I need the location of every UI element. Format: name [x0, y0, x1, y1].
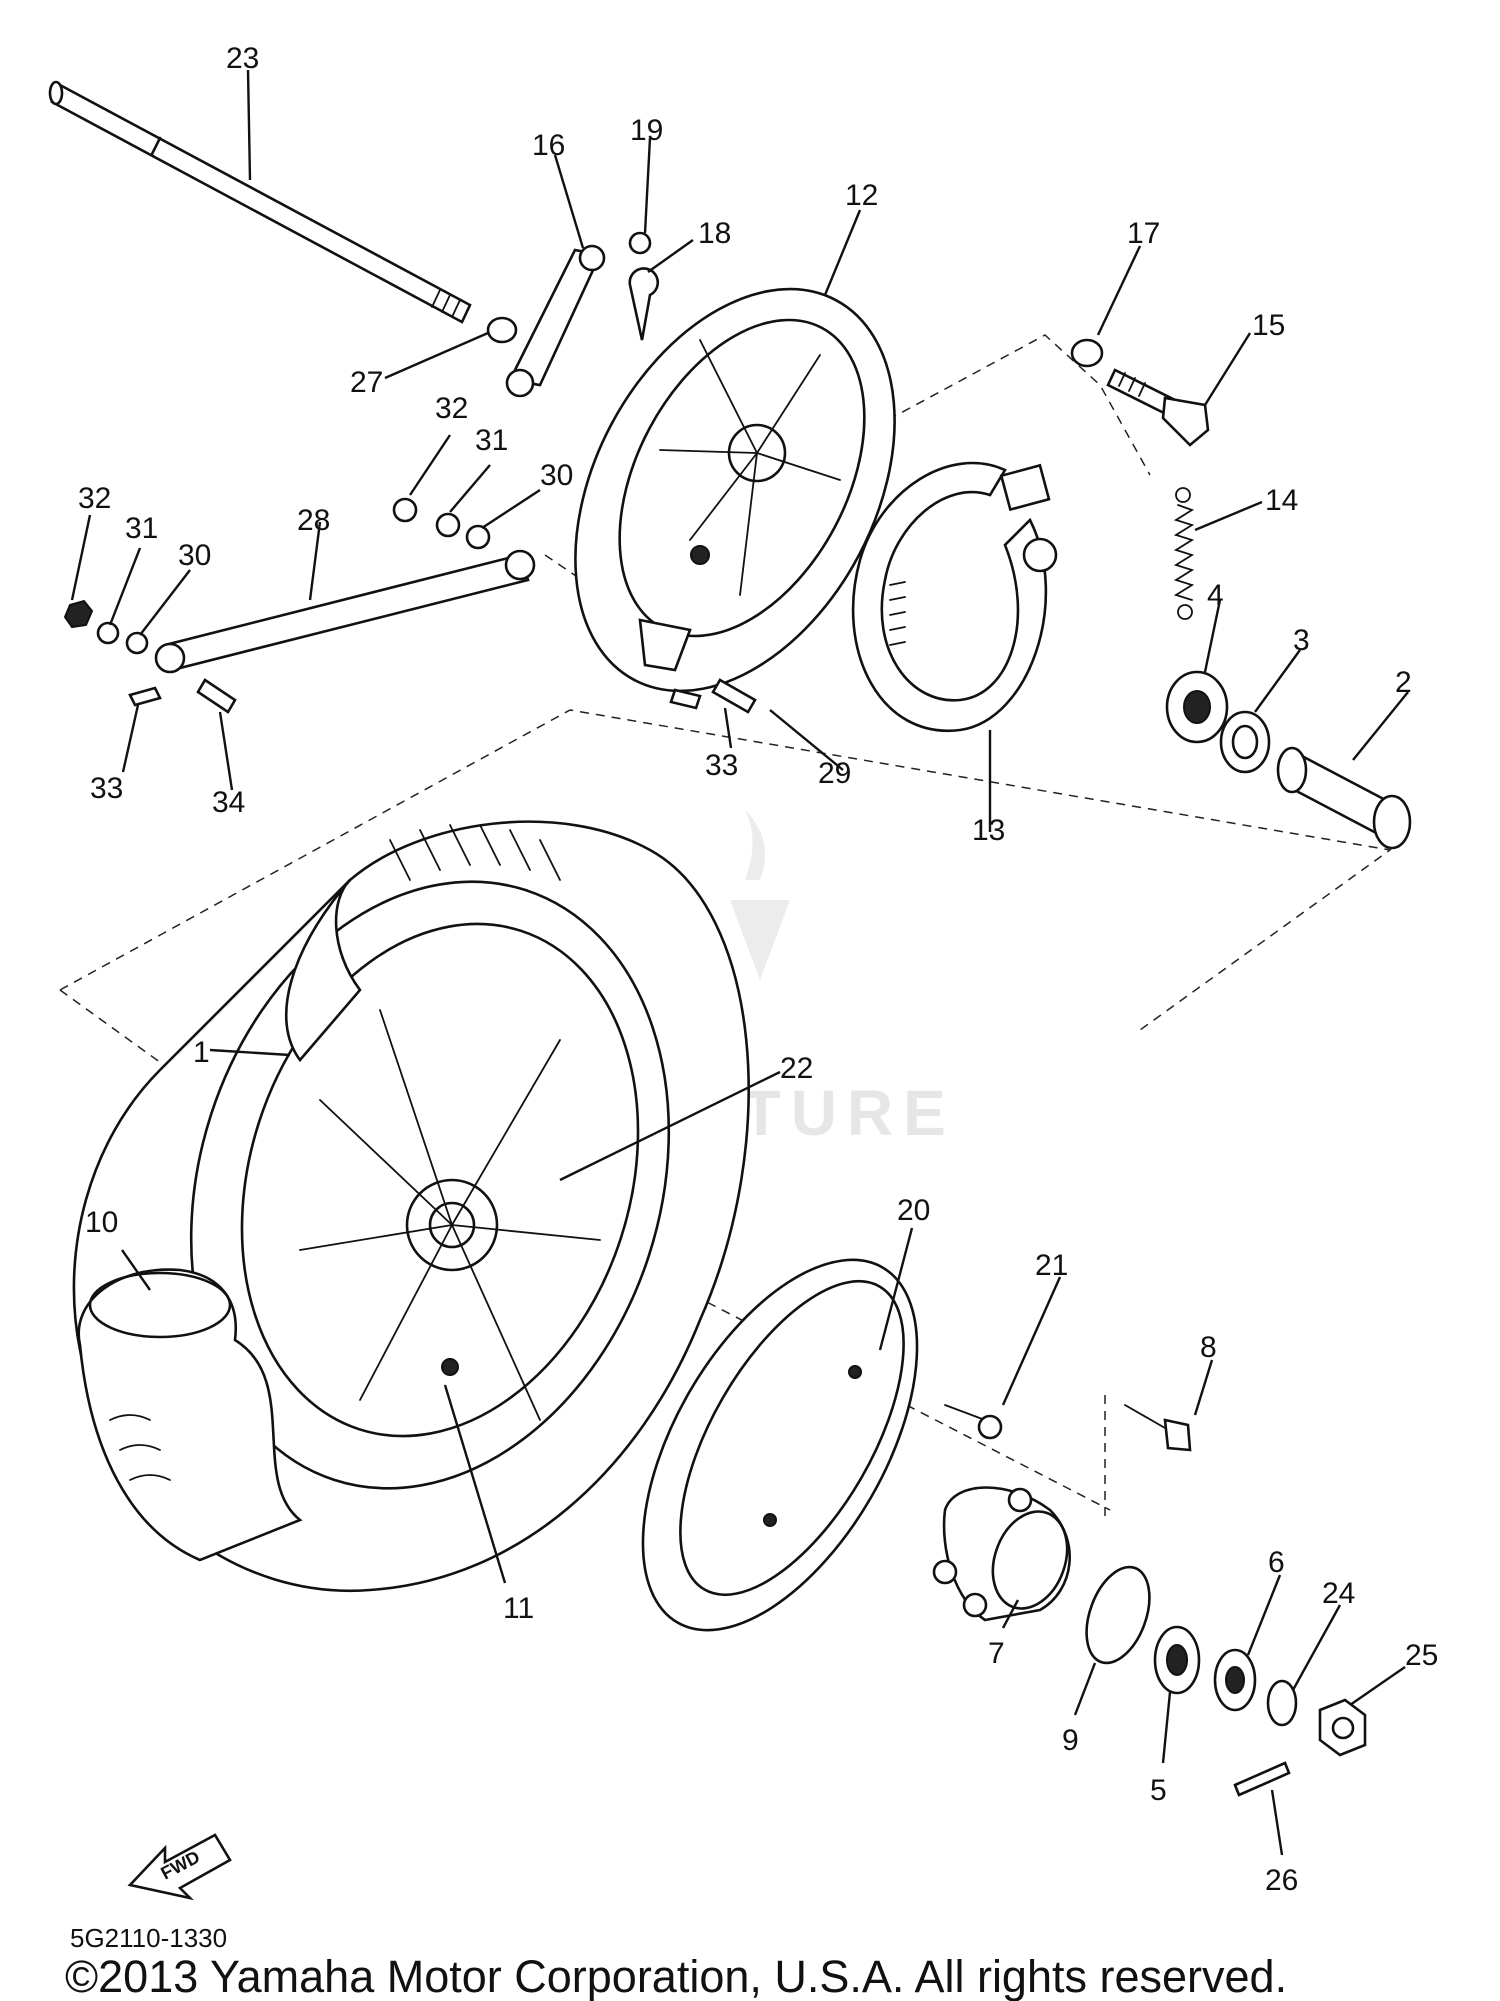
- callout-labels: 23 16 19 18 12 27 17 15 14 4 3 2 13 29 3…: [78, 42, 1438, 1897]
- part-12-brake-plate: [574, 287, 896, 693]
- part-14-spring: [1173, 487, 1195, 620]
- callout-28: 28: [297, 504, 330, 537]
- part-24-washer: [1266, 1679, 1298, 1727]
- callout-31-left: 31: [125, 512, 158, 545]
- callout-13: 13: [972, 814, 1005, 847]
- part-10-tire-section: [77, 1268, 303, 1562]
- part-26-cotter-pin: [1233, 1761, 1291, 1797]
- part-2-collar: [1276, 746, 1412, 850]
- part-20-drum-ring: [641, 1258, 919, 1632]
- callout-27: 27: [350, 366, 383, 399]
- part-13-brake-shoes: [851, 461, 1058, 733]
- callout-20: 20: [897, 1194, 930, 1227]
- callout-25: 25: [1405, 1639, 1438, 1672]
- part-15-cam-shaft: [1106, 368, 1210, 447]
- callout-18: 18: [698, 217, 731, 250]
- part-4-bearing: [1165, 670, 1229, 744]
- callout-33-left: 33: [90, 772, 123, 805]
- part-3-oil-seal: [1219, 710, 1271, 774]
- part-21-bolt: [944, 1404, 1003, 1440]
- callout-12: 12: [845, 179, 878, 212]
- callout-14: 14: [1265, 484, 1298, 517]
- part-16-torque-link: [505, 244, 606, 398]
- diagram-code: 5G2110-1330: [70, 1923, 227, 1953]
- callout-10: 10: [85, 1206, 118, 1239]
- parts-33-34-pins: [128, 678, 757, 714]
- callout-9: 9: [1062, 1724, 1079, 1757]
- callout-32-upper: 32: [435, 392, 468, 425]
- part-6-oil-seal: [1213, 1648, 1257, 1712]
- callout-32-left: 32: [78, 482, 111, 515]
- callout-16: 16: [532, 129, 565, 162]
- callout-23: 23: [226, 42, 259, 75]
- part-7-clutch-hub: [932, 1486, 1071, 1622]
- part-23-axle: [48, 80, 472, 324]
- part-9-o-ring: [1085, 1565, 1151, 1665]
- callout-26: 26: [1265, 1864, 1298, 1897]
- parts-30-32-upper-hardware: [392, 497, 491, 550]
- parts-30-32-left-hardware: [63, 599, 149, 655]
- part-18-clip: [628, 267, 660, 341]
- callout-30-upper: 30: [540, 459, 573, 492]
- callout-24: 24: [1322, 1577, 1355, 1610]
- callout-8: 8: [1200, 1331, 1217, 1364]
- part-28-tension-bar: [154, 549, 536, 674]
- callout-19: 19: [630, 114, 663, 147]
- part-17-nut: [1070, 338, 1104, 368]
- front-direction-arrow: FWD: [127, 1833, 232, 1901]
- callout-30-left: 30: [178, 539, 211, 572]
- part-8-bolt: [1124, 1404, 1192, 1452]
- callout-29: 29: [818, 757, 851, 790]
- callout-4: 4: [1207, 579, 1224, 612]
- callout-2: 2: [1395, 666, 1412, 699]
- copyright-notice: ©2013 Yamaha Motor Corporation, U.S.A. A…: [65, 1951, 1287, 2001]
- part-25-castle-nut: [1318, 1698, 1367, 1757]
- callout-21: 21: [1035, 1249, 1068, 1282]
- callout-6: 6: [1268, 1546, 1285, 1579]
- callout-22: 22: [780, 1052, 813, 1085]
- callout-11: 11: [503, 1592, 534, 1625]
- callout-31-upper: 31: [475, 424, 508, 457]
- callout-15: 15: [1252, 309, 1285, 342]
- part-5-bearing: [1153, 1625, 1201, 1695]
- callout-17: 17: [1127, 217, 1160, 250]
- callout-1: 1: [193, 1036, 210, 1069]
- part-19-bolt: [628, 231, 652, 255]
- callout-34: 34: [212, 786, 245, 819]
- part-27-washer: [486, 316, 518, 344]
- callout-33-center: 33: [705, 749, 738, 782]
- callout-7: 7: [988, 1637, 1005, 1670]
- callout-3: 3: [1293, 624, 1310, 657]
- leader-lines: [70, 69, 1409, 1856]
- callout-5: 5: [1150, 1774, 1167, 1807]
